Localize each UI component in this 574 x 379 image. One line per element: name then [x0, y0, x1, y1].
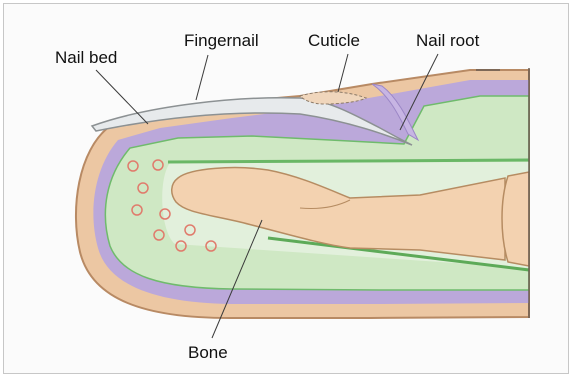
leader-cuticle	[338, 54, 348, 92]
leader-nail-bed	[96, 70, 148, 124]
label-nail-root: Nail root	[416, 32, 479, 49]
label-nail-bed: Nail bed	[55, 49, 117, 66]
middle-phalanx	[502, 172, 529, 266]
label-fingernail: Fingernail	[184, 32, 259, 49]
label-cuticle: Cuticle	[308, 32, 360, 49]
label-bone: Bone	[188, 344, 228, 361]
leader-fingernail	[196, 55, 208, 100]
tissue-line-upper	[168, 160, 529, 162]
